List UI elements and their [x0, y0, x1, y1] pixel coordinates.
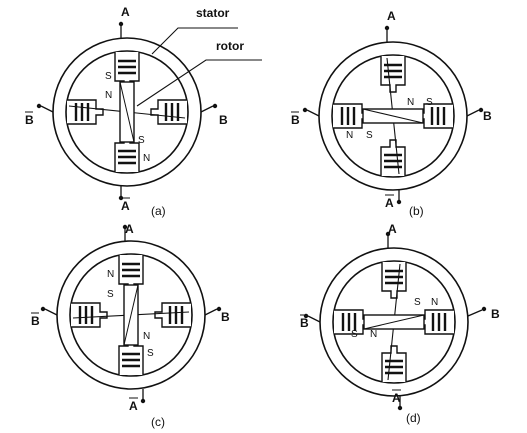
coil-windings — [340, 63, 446, 169]
pole-label: S — [366, 130, 373, 141]
pole-label: S — [138, 135, 145, 146]
label-b: B — [221, 310, 230, 324]
panel-b: A A B B N S N S (b) — [291, 9, 492, 218]
rotor-label: rotor — [216, 39, 244, 53]
pole-label: S — [105, 71, 112, 82]
pole-label: N — [407, 97, 414, 108]
label-b-bar: B — [300, 316, 309, 330]
callouts — [136, 27, 262, 107]
caption-c: (c) — [151, 415, 165, 429]
pole-label: S — [426, 97, 433, 108]
label-a-bar: A — [392, 391, 401, 405]
label-b: B — [491, 307, 500, 321]
caption-b: (b) — [409, 204, 424, 218]
pole-label: S — [107, 289, 114, 300]
label-b-bar: B — [25, 113, 34, 127]
panel-c: A A B B N S N S (c) — [31, 222, 230, 429]
label-a-bar: A — [121, 199, 130, 213]
terminal-leads — [306, 30, 480, 200]
coil-windings — [74, 59, 180, 165]
terminal-dots — [36, 21, 218, 201]
pole-label: S — [351, 329, 358, 340]
terminal-leads — [44, 229, 218, 399]
terminal-leads — [307, 236, 483, 406]
pole-label: N — [346, 130, 353, 141]
label-a: A — [387, 9, 396, 23]
label-b-bar: B — [31, 314, 40, 328]
caption-a: (a) — [151, 204, 166, 218]
terminal-dots — [40, 224, 222, 404]
rotor — [362, 108, 424, 124]
pole-label: S — [147, 348, 154, 359]
label-b: B — [483, 109, 492, 123]
coil-windings — [341, 269, 447, 375]
label-a: A — [388, 222, 397, 236]
terminal-dots — [302, 25, 484, 205]
label-a: A — [121, 5, 130, 19]
label-a-bar: A — [385, 196, 394, 210]
rotor — [123, 284, 139, 346]
rotor — [363, 314, 425, 330]
caption-d: (d) — [406, 411, 421, 425]
rotor — [119, 81, 135, 143]
coil-windings — [78, 262, 184, 368]
pole-label: S — [414, 297, 421, 308]
terminal-leads — [40, 26, 214, 196]
pole-label: N — [107, 269, 114, 280]
panel-d: A A B B S N S N (d) — [300, 222, 500, 425]
pole-label: N — [431, 297, 438, 308]
pole-label: N — [105, 90, 112, 101]
label-a: A — [125, 222, 134, 236]
label-b: B — [219, 113, 228, 127]
label-b-bar: B — [291, 113, 300, 127]
pole-label: N — [370, 329, 377, 340]
pole-label: N — [143, 153, 150, 164]
stator-label: stator — [196, 6, 230, 20]
panel-a: A A B B S N S N (a) — [25, 5, 228, 218]
label-a-bar: A — [129, 399, 138, 413]
pole-label: N — [143, 331, 150, 342]
